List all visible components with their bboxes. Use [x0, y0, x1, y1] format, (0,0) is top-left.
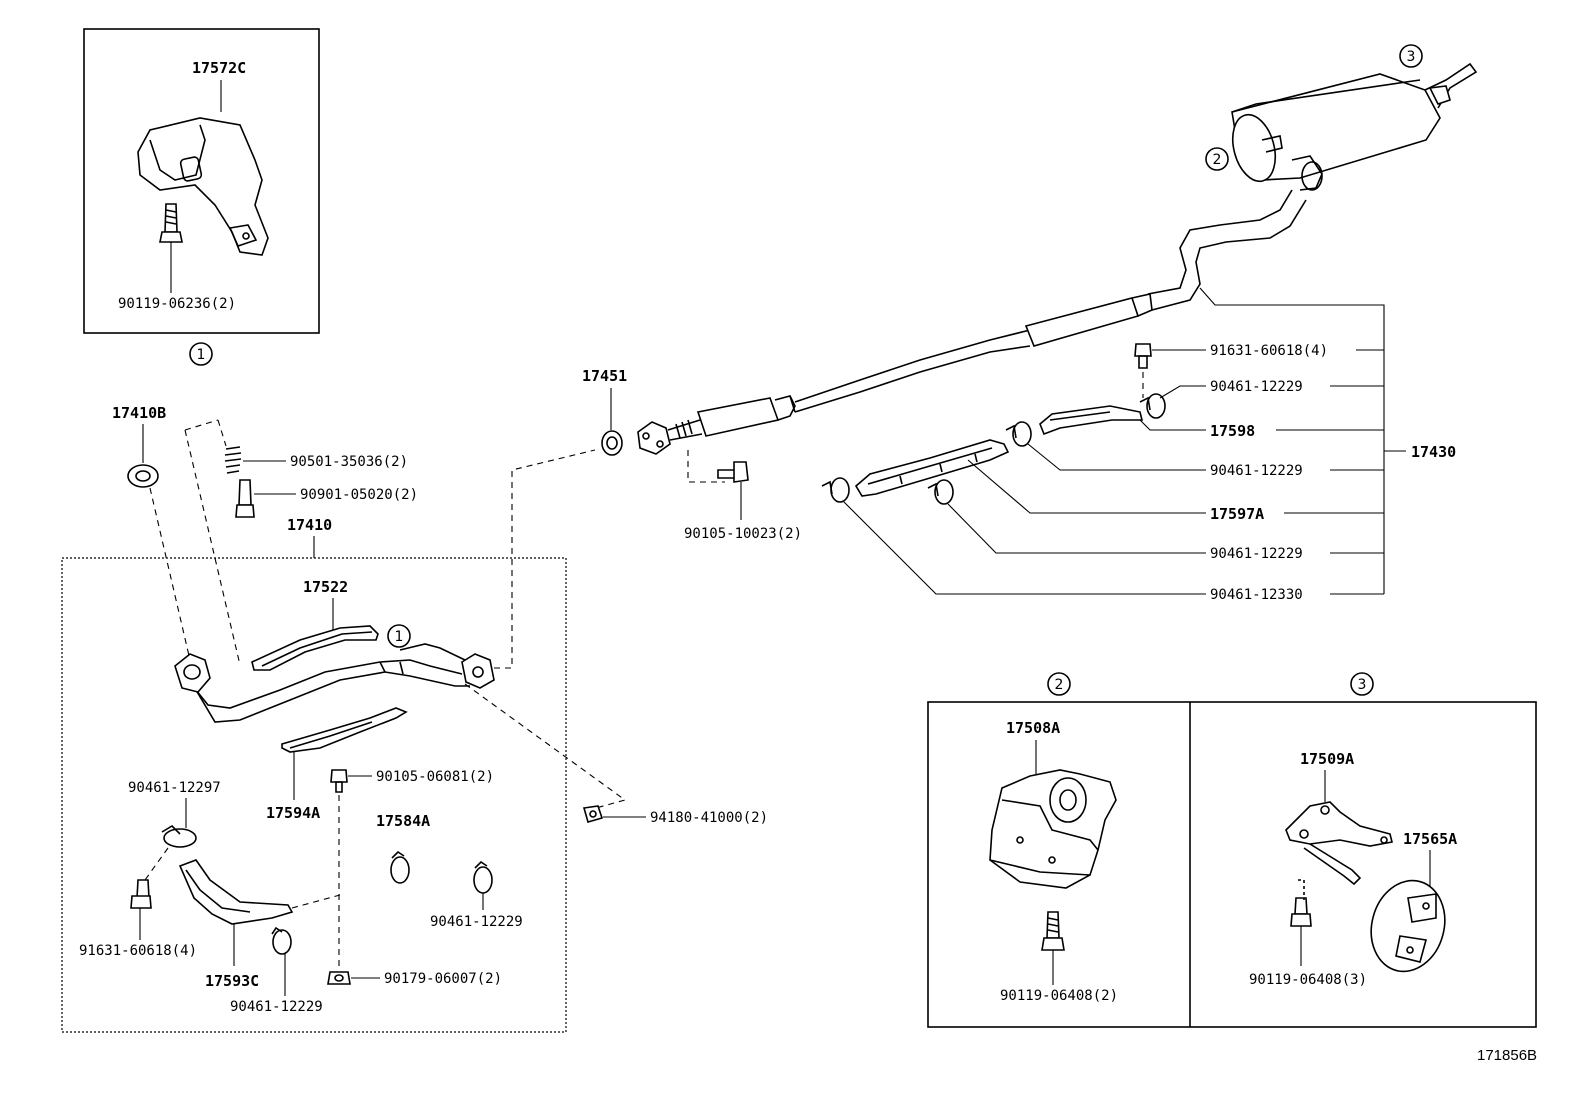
callout-number-1: 1 — [197, 347, 206, 363]
spring-90501-35036 — [224, 446, 242, 474]
inset-box-2-3 — [927, 701, 1537, 1028]
heat-insulator-17597A — [854, 439, 1010, 497]
part-label-90119-06408-b: 90119-06408(3) — [1249, 972, 1367, 988]
part-label-17584A: 17584A — [376, 812, 430, 830]
callout-number-2-muffler: 2 — [1213, 152, 1222, 168]
part-label-17598: 17598 — [1210, 422, 1255, 440]
clamp-90461-12297 — [161, 824, 197, 848]
exhaust-bracket-17509A — [1285, 801, 1393, 886]
bolt-90119-06236 — [159, 203, 183, 243]
callout-1-front: 1 — [387, 624, 411, 648]
nut-94180-41000 — [582, 805, 604, 823]
clamp-90461-12229-d — [1005, 421, 1032, 447]
part-label-17410B: 17410B — [112, 404, 166, 422]
clamp-90461-12229-a — [473, 860, 493, 894]
exhaust-hanger-17508A — [989, 769, 1117, 889]
part-label-90461-12297: 90461-12297 — [128, 780, 221, 796]
callout-number-1-front: 1 — [395, 629, 404, 645]
heat-insulator-17593C — [178, 859, 294, 925]
part-label-17572C: 17572C — [192, 59, 246, 77]
part-label-91631-60618-b: 91631-60618(4) — [1210, 343, 1328, 359]
part-label-90461-12229-a: 90461-12229 — [430, 914, 523, 930]
clamp-17584A — [390, 850, 410, 884]
exhaust-hanger-bracket-17572C — [137, 117, 269, 256]
callout-3-inset: 3 — [1350, 672, 1374, 696]
heat-insulator-17598 — [1039, 405, 1144, 436]
bolt-90105-06081 — [330, 769, 348, 793]
part-label-17410: 17410 — [287, 516, 332, 534]
clamp-90461-12330 — [821, 477, 850, 503]
front-pipe-assembly-box — [61, 557, 567, 1033]
clamp-90461-12229-e — [927, 479, 954, 505]
bolt-90901-05020 — [235, 479, 255, 518]
part-label-90901-05020: 90901-05020(2) — [300, 487, 418, 503]
muffler-17430 — [1231, 62, 1478, 191]
callout-number-3-inset: 3 — [1358, 677, 1367, 693]
part-label-17451: 17451 — [582, 367, 627, 385]
part-label-17565A: 17565A — [1403, 830, 1457, 848]
part-label-17522: 17522 — [303, 578, 348, 596]
gasket-17451 — [601, 430, 623, 456]
part-label-90461-12229-c: 90461-12229 — [1210, 379, 1303, 395]
exhaust-hanger-rubber-17565A — [1370, 879, 1446, 973]
part-label-94180-41000: 94180-41000(2) — [650, 810, 768, 826]
heat-insulator-17522 — [251, 625, 379, 671]
nut-90179-06007 — [327, 971, 351, 985]
bolt-91631-60618-a — [130, 879, 152, 909]
part-label-90119-06408-a: 90119-06408(2) — [1000, 988, 1118, 1004]
bolt-90119-06408-a — [1041, 911, 1065, 951]
callout-1-label: 1 — [189, 342, 213, 366]
callout-3-muffler: 3 — [1399, 44, 1423, 68]
part-label-91631-60618-a: 91631-60618(4) — [79, 943, 197, 959]
figure-id: 171856B — [1477, 1047, 1537, 1064]
front-exhaust-pipe-17410 — [174, 643, 495, 723]
part-label-90105-10023: 90105-10023(2) — [684, 526, 802, 542]
part-label-90501-35036: 90501-35036(2) — [290, 454, 408, 470]
part-label-90105-06081: 90105-06081(2) — [376, 769, 494, 785]
gasket-17410B — [127, 464, 159, 488]
part-label-17597A: 17597A — [1210, 505, 1264, 523]
callout-2-muffler: 2 — [1205, 147, 1229, 171]
part-label-90461-12330: 90461-12330 — [1210, 587, 1303, 603]
part-label-17509A: 17509A — [1300, 750, 1354, 768]
part-label-90179-06007: 90179-06007(2) — [384, 971, 502, 987]
clamp-90461-12229-b — [271, 926, 292, 955]
inset-box-1: 17572C 90119-06236(2) — [83, 28, 320, 334]
part-label-17593C: 17593C — [205, 972, 259, 990]
part-label-90461-12229-e: 90461-12229 — [1210, 546, 1303, 562]
part-label-17594A: 17594A — [266, 804, 320, 822]
center-exhaust-pipe-17430 — [637, 189, 1307, 455]
bolt-90105-10023 — [717, 461, 749, 483]
part-label-90461-12229-d: 90461-12229 — [1210, 463, 1303, 479]
callout-number-3-muffler: 3 — [1407, 49, 1416, 65]
bolt-91631-60618-b — [1134, 343, 1152, 369]
heat-insulator-17594A — [281, 707, 408, 753]
clamp-90461-12229-c — [1139, 393, 1166, 419]
callout-2-inset: 2 — [1047, 672, 1071, 696]
part-label-17430: 17430 — [1411, 443, 1456, 461]
part-label-17508A: 17508A — [1006, 719, 1060, 737]
part-label-90461-12229-b: 90461-12229 — [230, 999, 323, 1015]
bolt-90119-06408-b — [1290, 879, 1312, 927]
callout-number-2-inset: 2 — [1055, 677, 1064, 693]
part-label-90119-06236: 90119-06236(2) — [118, 296, 236, 312]
